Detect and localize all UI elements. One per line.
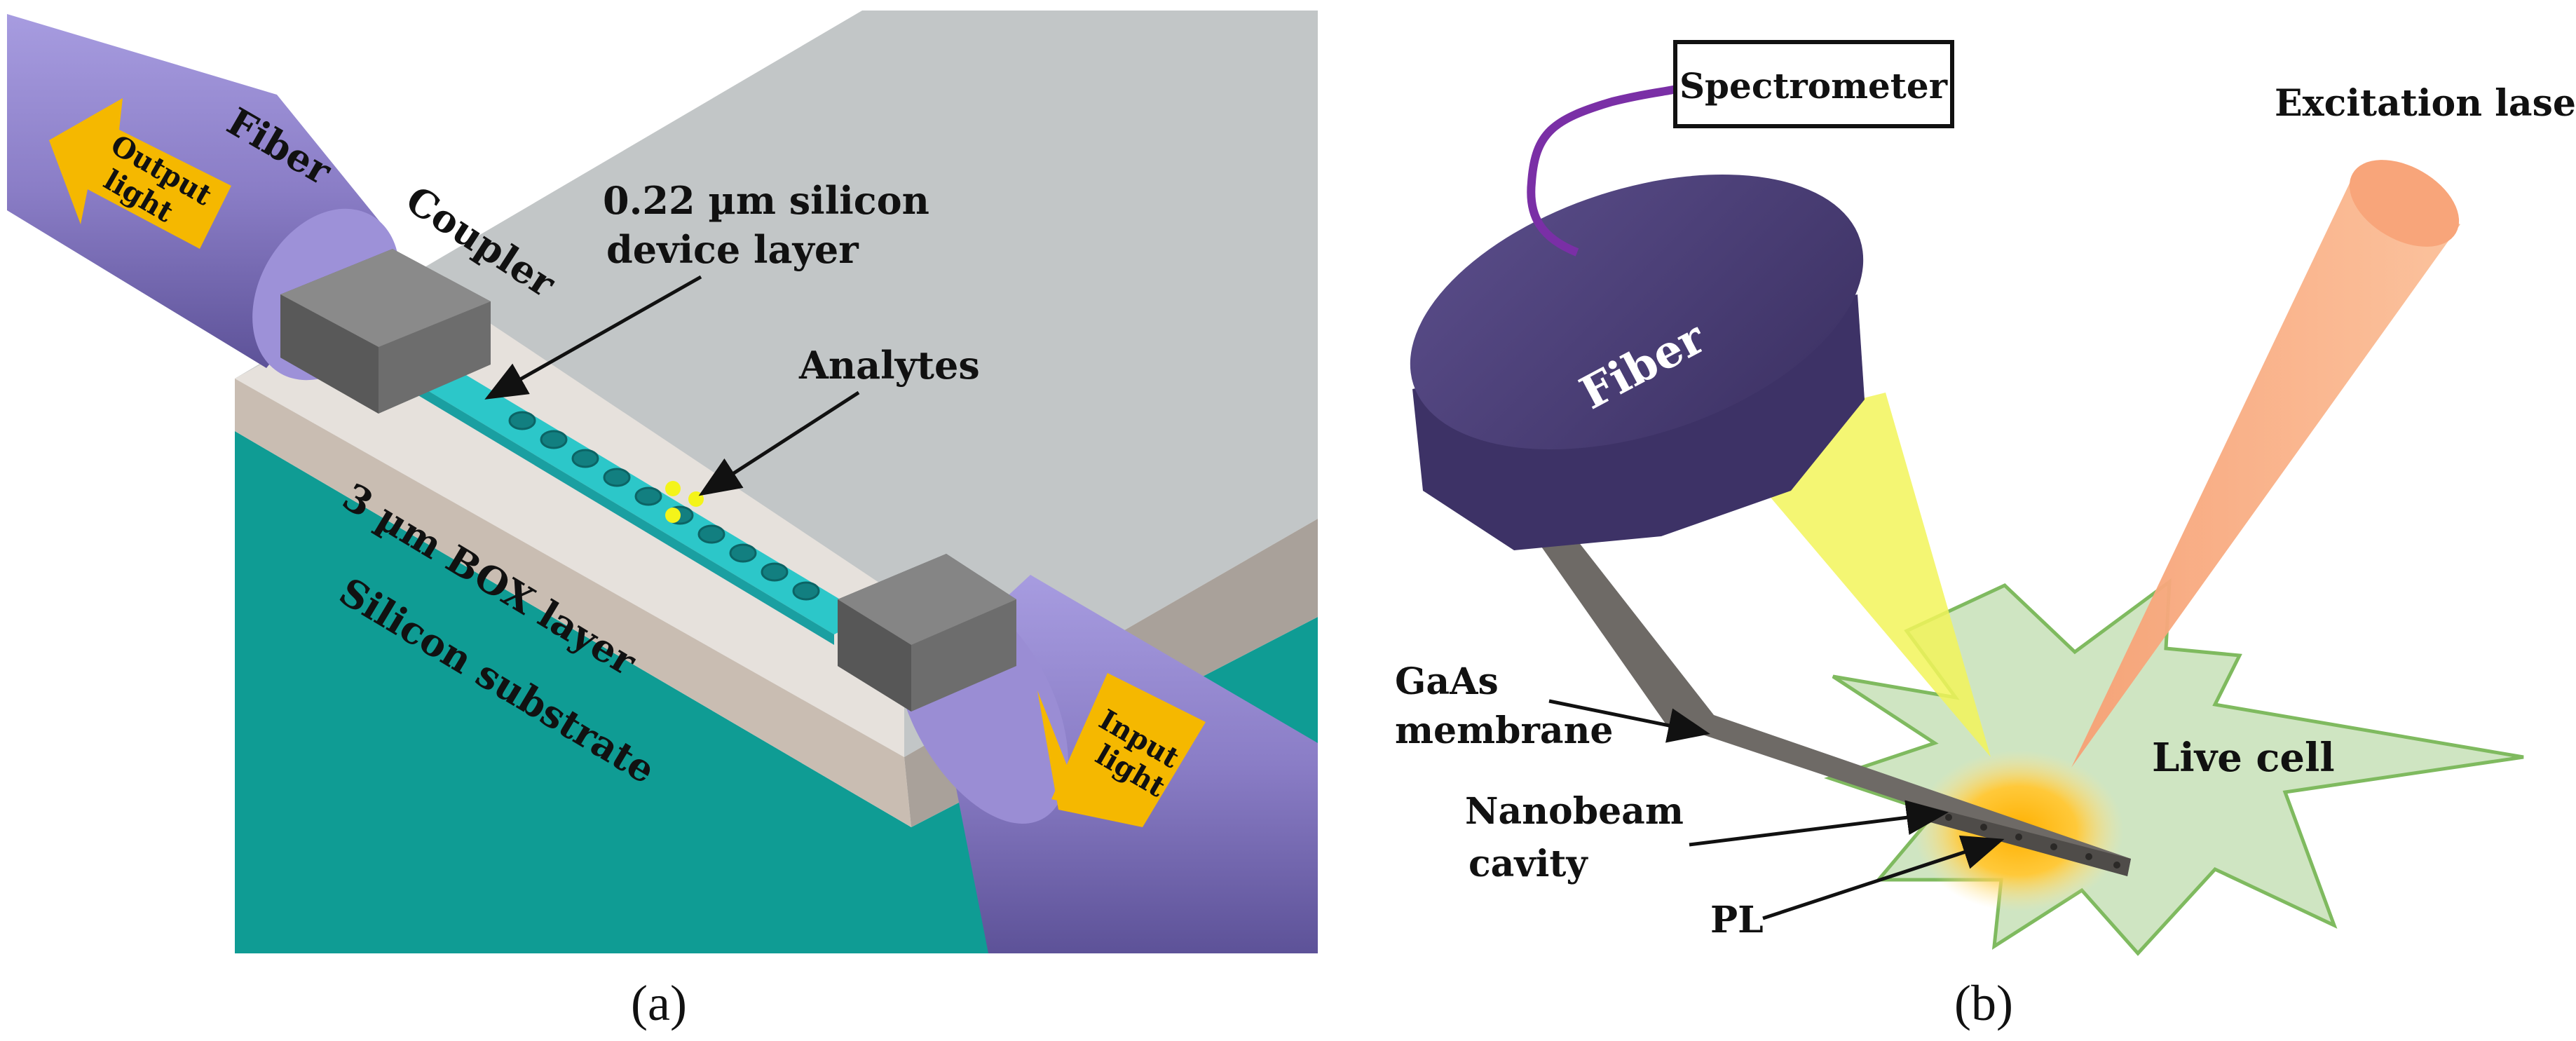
panel-a-caption: (a) [631, 975, 687, 1031]
live-cell-label: Live cell [2152, 735, 2335, 781]
pl-pointer [1762, 835, 2005, 920]
gaas-membrane-label-line1: GaAs [1395, 660, 1499, 703]
spectrometer-box [1673, 40, 1954, 128]
device-layer-label-line2: device layer [606, 227, 859, 272]
input-light-arrow [1037, 673, 1206, 827]
coupler-left-side [280, 294, 379, 414]
excitation-laser-aperture [2349, 160, 2460, 247]
panel-b: Spectrometer Excitation laser Fiber GaAs… [1395, 40, 2576, 1031]
gaas-membrane [1532, 522, 2131, 876]
chip-top-surface [235, 11, 1318, 757]
excitation-laser-label: Excitation laser [2275, 82, 2576, 125]
panel-b-caption: (b) [1954, 975, 2013, 1031]
fiber-puck-top [1410, 174, 1864, 450]
coupler-right-side [838, 599, 911, 712]
nanobeam-pointer [1689, 800, 1949, 847]
waveguide-side [414, 382, 834, 645]
device-layer-label-line1: 0.22 µm silicon [603, 178, 929, 223]
analytes-label: Analytes [798, 343, 980, 388]
coupler-right-top [838, 554, 1016, 645]
nanobeam-label-line1: Nanobeam [1465, 790, 1684, 833]
analytes-pointer [698, 390, 860, 496]
output-light-arrow [49, 98, 231, 249]
spectrometer-cable [1527, 83, 1682, 257]
device-layer-pointer [484, 275, 702, 400]
excitation-laser-beam [2071, 179, 2460, 768]
gaas-membrane-label-line2: membrane [1395, 709, 1613, 752]
spectrometer-label: Spectrometer [1679, 65, 1948, 107]
panel-a: Fiber Output light Coupler 0.22 µm silic… [7, 11, 1318, 1031]
nanobeam-label-line2: cavity [1468, 843, 1588, 885]
box-layer [235, 379, 911, 827]
membrane-pointer [1548, 699, 1710, 743]
pl-label: PL [1710, 899, 1764, 941]
coupler-left-top [280, 249, 491, 347]
